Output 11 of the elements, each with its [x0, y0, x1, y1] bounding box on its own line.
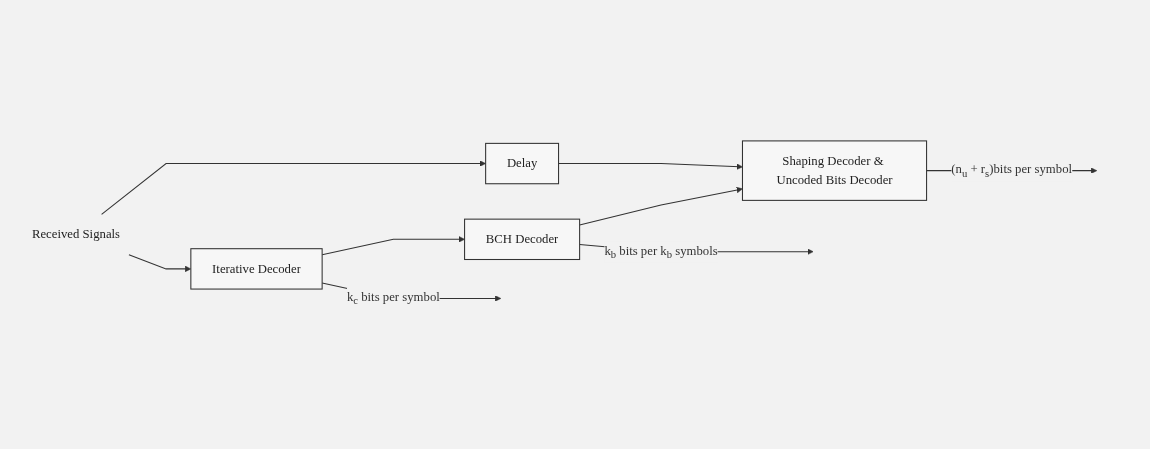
node-box: Iterative Decoder [190, 247, 323, 290]
edge-label: k$_{b}$ bits per k$_{b}$ symbols [604, 242, 718, 260]
edge-label: (n$_{u}$ + r$_{s}$)bits per symbol [951, 161, 1073, 179]
node-text: Received Signals [31, 226, 121, 241]
node-box: Shaping Decoder & Uncoded Bits Decoder [741, 139, 928, 201]
node-box: BCH Decoder [464, 218, 581, 260]
arrow [558, 162, 743, 170]
edge-label: k$_{c}$ bits per symbol [346, 289, 440, 307]
arrow [101, 159, 486, 215]
node-box: Delay [485, 142, 560, 184]
arrow [579, 186, 743, 226]
